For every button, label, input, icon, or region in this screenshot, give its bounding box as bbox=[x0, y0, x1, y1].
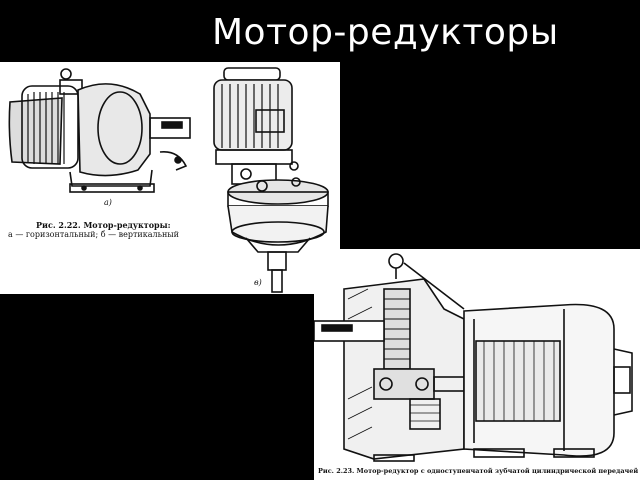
horizontal-motor-reducer-drawing bbox=[8, 68, 191, 193]
motor-reducer-section-drawing bbox=[314, 253, 633, 462]
motor-reducer-drawings bbox=[8, 67, 329, 293]
figure-caption-line2: а — горизонтальный; б — вертикальный bbox=[8, 230, 179, 239]
figure-caption-line1: Рис. 2.22. Мотор-редукторы: bbox=[36, 220, 171, 230]
slide-title: Мотор-редукторы bbox=[212, 12, 559, 53]
vertical-motor-reducer-drawing bbox=[213, 67, 329, 293]
figure-motor-reducers: а) в) Рис. 2.22. Мотор-редукторы: а — го… bbox=[0, 62, 340, 294]
figure-caption-bottom: Рис. 2.23. Мотор-редуктор с одноступенча… bbox=[318, 467, 639, 475]
figure-label-a: а) bbox=[104, 198, 112, 207]
figure-label-b: в) bbox=[254, 278, 262, 287]
figure-motor-reducer-section: Рис. 2.23. Мотор-редуктор с одноступенча… bbox=[314, 249, 640, 480]
